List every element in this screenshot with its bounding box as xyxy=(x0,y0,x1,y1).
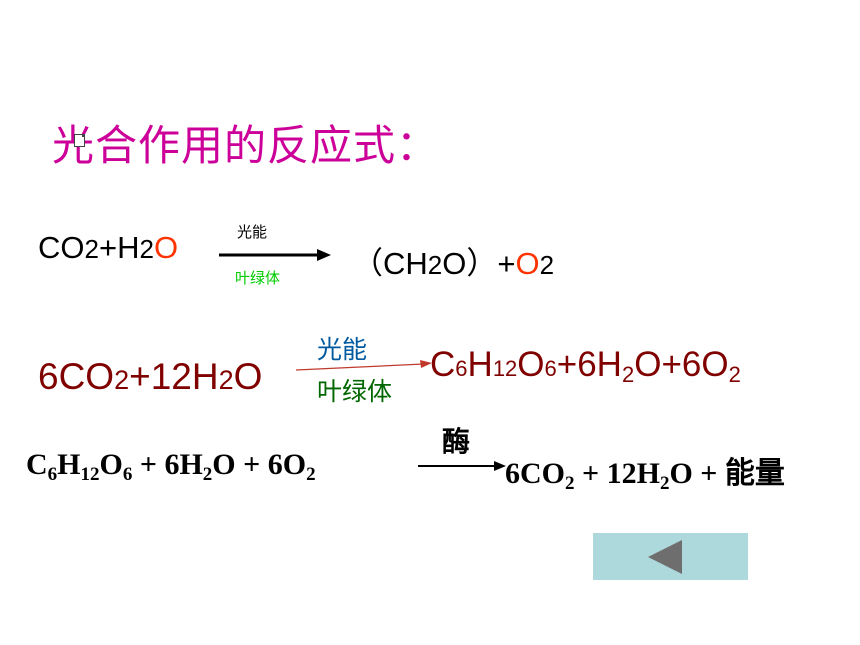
eq1-products: （CH2O）+O2 xyxy=(352,246,555,281)
eq3-products: 6CO2 + 12H2O + 能量 xyxy=(505,456,785,494)
back-button[interactable] xyxy=(593,533,748,580)
eq3-condition-enzyme: 酶 xyxy=(442,425,471,458)
eq1-condition-light: 光能 xyxy=(237,223,268,241)
eq1-reactants: CO2+H2O xyxy=(38,230,179,265)
eq3-arrow xyxy=(418,461,506,471)
triangle-left-icon xyxy=(648,540,682,574)
page-title: 光合作用的反应式： xyxy=(52,121,440,170)
eq1-condition-chloroplast: 叶绿体 xyxy=(235,269,281,287)
eq2-reactants: 6CO2+12H2O xyxy=(38,356,263,397)
eq3-reactants: C6H12O6 + 6H2O + 6O2 xyxy=(26,448,316,485)
eq1-arrow xyxy=(219,249,331,261)
eq2-arrow xyxy=(296,360,432,371)
document-icon xyxy=(74,134,85,147)
eq3-energy: 能量 xyxy=(724,456,785,491)
eq2-products: C6H12O6+6H2O+6O2 xyxy=(430,345,741,387)
eq2-condition-chloroplast: 叶绿体 xyxy=(317,377,393,406)
eq2-condition-light: 光能 xyxy=(317,335,368,364)
